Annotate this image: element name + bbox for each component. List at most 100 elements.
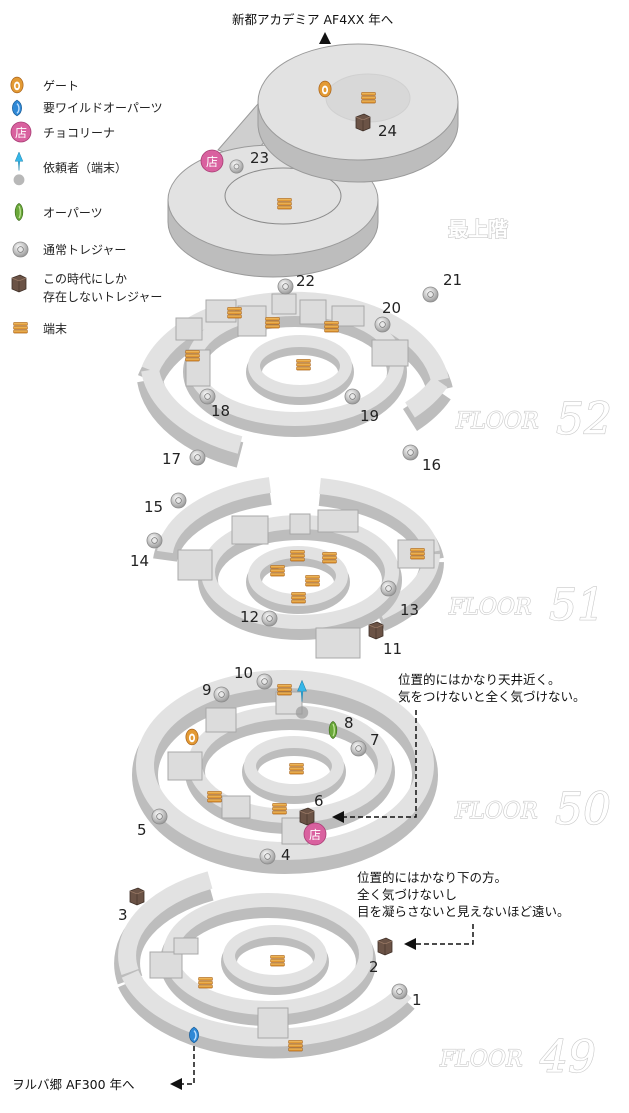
terminal-icon[interactable] xyxy=(291,592,306,604)
marker-15: 15 xyxy=(144,498,163,516)
treasure-sphere-icon[interactable] xyxy=(170,492,187,509)
svg-text:51: 51 xyxy=(549,580,605,631)
marker-14: 14 xyxy=(130,552,149,570)
floor-51-blocks xyxy=(177,509,435,659)
treasure-sphere-icon[interactable] xyxy=(380,580,397,597)
terminal-icon[interactable] xyxy=(270,955,285,967)
terminal-icon[interactable] xyxy=(198,977,213,989)
arrow-left-icon xyxy=(332,811,344,823)
legend-label-time-1: この時代にしか xyxy=(43,272,127,286)
legend-artefact-icon xyxy=(14,202,24,222)
floor-49-label: FLOOR 49 xyxy=(438,1031,596,1083)
top-destination-note: 新都アカデミア AF4XX 年へ xyxy=(232,12,393,27)
floor-50-note-line2: 気をつけないと全く気づけない。 xyxy=(398,689,586,704)
treasure-sphere-icon[interactable] xyxy=(259,848,276,865)
marker-11: 11 xyxy=(383,640,402,658)
floor-52-label: FLOOR 52 xyxy=(454,393,612,445)
gate-icon[interactable] xyxy=(185,728,199,746)
svg-text:FLOOR: FLOOR xyxy=(454,799,538,824)
legend-label-sphere: 通常トレジャー xyxy=(43,243,126,257)
treasure-sphere-icon[interactable] xyxy=(229,159,244,174)
legend-wild-artefact-icon xyxy=(11,99,23,117)
legend-terminal-icon xyxy=(13,322,28,334)
shop-icon[interactable]: 店 xyxy=(200,149,224,173)
marker-9: 9 xyxy=(202,681,212,699)
terminal-icon[interactable] xyxy=(207,791,222,803)
terminal-icon[interactable] xyxy=(324,321,339,333)
time-treasure-icon[interactable] xyxy=(368,621,384,640)
terminal-icon[interactable] xyxy=(290,550,305,562)
terminal-icon[interactable] xyxy=(305,575,320,587)
time-treasure-icon[interactable] xyxy=(355,113,371,132)
floor-50-blocks xyxy=(167,691,309,845)
marker-1: 1 xyxy=(412,991,422,1009)
treasure-sphere-icon[interactable] xyxy=(256,673,273,690)
terminal-icon[interactable] xyxy=(361,92,376,104)
legend-client-terminal-icon xyxy=(13,152,25,186)
treasure-sphere-icon[interactable] xyxy=(350,740,367,757)
treasure-sphere-icon[interactable] xyxy=(374,316,391,333)
marker-24: 24 xyxy=(378,122,397,140)
legend-label-client: 依頼者（端末） xyxy=(43,160,127,175)
wild-artefact-icon[interactable] xyxy=(188,1026,200,1044)
floor-49-note-line3: 目を凝らさないと見えないほど遠い。 xyxy=(357,904,570,919)
terminal-icon[interactable] xyxy=(288,1040,303,1052)
treasure-sphere-icon[interactable] xyxy=(189,449,206,466)
legend-label-terminal: 端末 xyxy=(43,322,67,336)
terminal-icon[interactable] xyxy=(272,803,287,815)
marker-19: 19 xyxy=(360,407,379,425)
floor-49-note-line1: 位置的にはかなり下の方。 xyxy=(357,870,507,885)
bottom-destination-note: ヲルバ郷 AF300 年へ xyxy=(12,1077,135,1092)
time-treasure-icon[interactable] xyxy=(377,937,393,956)
svg-text:店: 店 xyxy=(309,828,321,842)
treasure-sphere-icon[interactable] xyxy=(344,388,361,405)
terminal-icon[interactable] xyxy=(322,552,337,564)
time-treasure-icon[interactable] xyxy=(129,887,145,906)
treasure-sphere-icon[interactable] xyxy=(146,532,163,549)
marker-23: 23 xyxy=(250,149,269,167)
terminal-icon[interactable] xyxy=(270,565,285,577)
terminal-icon[interactable] xyxy=(265,317,280,329)
terminal-icon[interactable] xyxy=(289,763,304,775)
svg-text:49: 49 xyxy=(539,1032,596,1083)
legend-time-treasure-icon xyxy=(11,274,27,293)
terminal-icon[interactable] xyxy=(185,350,200,362)
floor-50-label: FLOOR 50 xyxy=(453,783,611,835)
terminal-icon[interactable] xyxy=(296,359,311,371)
marker-13: 13 xyxy=(400,601,419,619)
marker-18: 18 xyxy=(211,402,230,420)
legend-label-gate: ゲート xyxy=(43,79,79,93)
treasure-sphere-icon[interactable] xyxy=(277,278,294,295)
legend-label-wild: 要ワイルドオーパーツ xyxy=(43,101,163,115)
marker-22: 22 xyxy=(296,272,315,290)
shop-icon[interactable]: 店 xyxy=(303,822,327,846)
top-floor-label: 最上階 xyxy=(448,217,508,241)
marker-2: 2 xyxy=(369,958,379,976)
marker-6: 6 xyxy=(314,792,324,810)
legend-label-shop: チョコリーナ xyxy=(43,126,115,140)
legend-label-time-2: 存在しないトレジャー xyxy=(43,290,162,304)
floor-49-note-line2: 全く気づけないし xyxy=(357,887,457,902)
treasure-sphere-icon[interactable] xyxy=(402,444,419,461)
marker-17: 17 xyxy=(162,450,181,468)
terminal-icon[interactable] xyxy=(227,307,242,319)
svg-text:店: 店 xyxy=(15,126,27,140)
terminal-icon[interactable] xyxy=(277,684,292,696)
svg-text:店: 店 xyxy=(206,155,218,169)
treasure-sphere-icon[interactable] xyxy=(213,686,230,703)
terminal-icon[interactable] xyxy=(277,198,292,210)
svg-text:FLOOR: FLOOR xyxy=(439,1047,523,1072)
treasure-sphere-icon[interactable] xyxy=(151,808,168,825)
svg-text:FLOOR: FLOOR xyxy=(448,595,532,620)
marker-20: 20 xyxy=(382,299,401,317)
treasure-sphere-icon[interactable] xyxy=(261,610,278,627)
time-treasure-icon[interactable] xyxy=(299,807,315,826)
top-floor xyxy=(167,43,459,278)
terminal-icon[interactable] xyxy=(410,548,425,560)
arrow-left-icon xyxy=(170,1078,182,1090)
treasure-sphere-icon[interactable] xyxy=(422,286,439,303)
artefact-icon[interactable] xyxy=(328,720,338,740)
legend-gate-icon xyxy=(10,76,24,94)
gate-icon[interactable] xyxy=(318,80,332,98)
treasure-sphere-icon[interactable] xyxy=(391,983,408,1000)
